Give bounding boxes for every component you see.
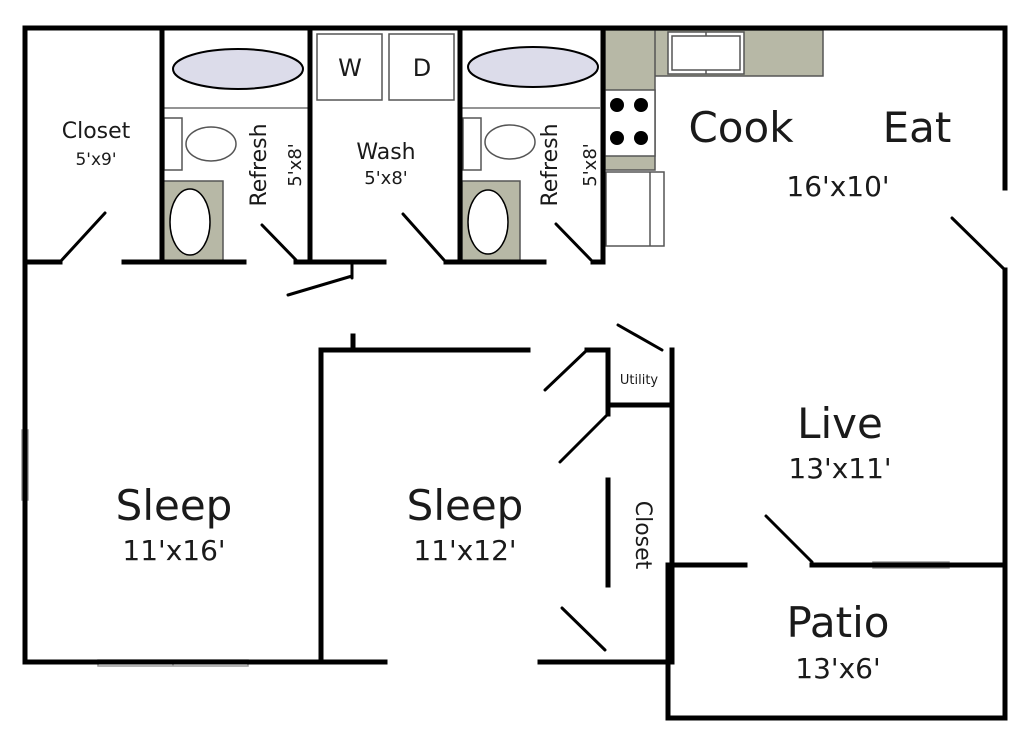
- room-label-patio: Patio: [786, 598, 889, 647]
- stove-icon: [604, 89, 656, 157]
- room-label-refresh: Refresh: [538, 123, 563, 206]
- doors: [58, 211, 1007, 652]
- room-size-sleep: 11'x12': [413, 534, 516, 567]
- room-label-cook: Cook: [688, 103, 794, 152]
- room-size-closet: 5'x9': [75, 150, 116, 170]
- room-label-sleep: Sleep: [116, 481, 233, 530]
- room-size-refresh: 5'x8': [285, 143, 306, 186]
- toilet-icon: [462, 117, 536, 171]
- room-label-refresh: Refresh: [247, 123, 272, 206]
- room-size-patio: 13'x6': [795, 652, 880, 685]
- dryer-label: D: [413, 54, 431, 82]
- sink-icon: [461, 180, 521, 262]
- room-label-utility: Utility: [620, 373, 659, 388]
- room-label-sleep: Sleep: [407, 481, 524, 530]
- room-size-wash: 5'x8': [364, 168, 407, 189]
- room-label-closet: Closet: [62, 119, 131, 144]
- sink-icon: [162, 180, 224, 262]
- bathtub-icon: [462, 46, 600, 109]
- room-label-closet: Closet: [630, 501, 655, 570]
- room-label-wash: Wash: [356, 140, 415, 165]
- room-label-live: Live: [797, 399, 883, 448]
- room-label-eat: Eat: [883, 103, 952, 152]
- toilet-icon: [163, 117, 237, 171]
- washer-icon: W: [316, 33, 383, 101]
- refrigerator-icon: [605, 171, 665, 247]
- dryer-icon: D: [388, 33, 455, 101]
- bathtub-icon: [164, 48, 308, 109]
- washer-label: W: [338, 54, 362, 82]
- room-size-cook-eat: 16'x10': [786, 170, 889, 203]
- room-size-sleep: 11'x16': [122, 534, 225, 567]
- walls: [22, 25, 1008, 721]
- room-size-refresh: 5'x8': [580, 143, 601, 186]
- room-size-live: 13'x11': [788, 452, 891, 485]
